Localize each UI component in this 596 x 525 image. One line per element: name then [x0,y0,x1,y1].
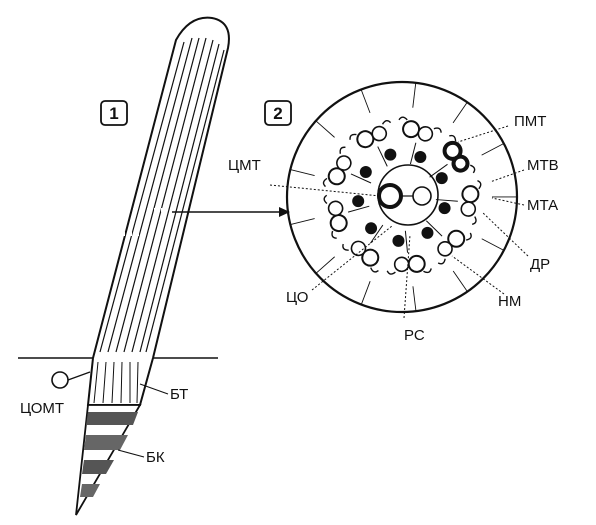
label-pmt: ПМТ [514,113,546,130]
tubule-b [350,240,367,257]
spoke-head [352,195,365,208]
radial-line [412,82,417,108]
spoke-head [392,234,405,247]
basal-body-lines [93,361,139,404]
radial-spoke [425,220,443,237]
axoneme-lines [99,37,225,353]
radial-line [360,89,371,114]
section-band [108,208,165,236]
radial-line [452,270,468,292]
radial-line [412,286,417,312]
spoke-head [365,222,378,235]
radial-spoke [350,173,372,184]
dynein-arm [449,134,476,174]
dynein-arm [437,232,472,265]
radial-line [315,256,335,274]
spoke-head [414,151,427,164]
label-co: ЦО [286,289,308,306]
doublet [322,146,352,188]
radial-spoke [429,163,448,178]
label-bt: БТ [170,386,188,403]
radial-spoke-heads [352,148,451,247]
doublet [398,116,442,142]
cilium-shaft [92,16,230,359]
radial-line [360,281,371,305]
spoke-head [359,165,372,178]
tubule-b [451,154,470,173]
dynein-arm [323,194,337,239]
microtubule-doublets [322,116,482,275]
tubule-a [461,185,480,204]
radial-spoke [347,205,370,213]
spoke-head [384,148,397,161]
dynein-arm [471,179,482,226]
tubule-b [417,126,434,142]
radial-spoke [435,199,458,202]
label-nm: НМ [498,293,521,310]
label-bk: БК [146,449,165,466]
central-microtubule-left [377,183,403,209]
radial-spoke [370,224,384,244]
spoke-head [421,226,434,239]
radial-spoke [404,230,409,253]
tubule-b [460,201,477,217]
dynein-arm [322,146,346,188]
doublet [437,229,472,265]
comt-organelle [51,371,69,389]
cilium-longitudinal: 1 ЦОМТ БТ БК [18,16,230,516]
spoke-head [435,172,448,185]
doublet [442,134,476,174]
dynein-arm [398,116,442,133]
radial-spoke [377,146,388,167]
tubule-b [336,155,352,171]
cilium-cross-section: 2 ПМТ ЦМТ МТВ МТА ДР НМ РС ЦО [228,80,559,344]
doublet [342,240,380,273]
comt-connector [67,371,91,381]
panel1-number: 1 [109,104,118,123]
tubule-b [371,125,388,142]
radial-line [290,218,315,226]
tubule-a [407,254,426,273]
label-rs: РС [404,327,425,344]
label-mtv: МТВ [527,157,559,174]
leader-lines [269,125,529,319]
dynein-arm [386,268,432,275]
spoke-head [438,202,451,215]
panel1-number-box [100,100,128,126]
radial-lines [290,82,518,312]
section-arrow [172,207,290,217]
radial-line [481,143,504,156]
radial-line [452,102,468,124]
doublet [386,254,432,275]
dynein-arm [349,119,392,140]
central-microtubule-right [412,186,432,206]
bk-leader [117,449,145,458]
label-comt: ЦОМТ [20,400,64,417]
radial-line [481,238,505,251]
label-cmt: ЦМТ [228,157,261,174]
basal-root-stripes [80,412,138,497]
tubule-a [329,214,348,233]
dynein-arm [342,243,379,273]
doublet [460,179,482,226]
label-mta: МТА [527,197,558,214]
tubule-b [327,200,344,217]
doublet [349,119,392,149]
panel2-number-box [264,100,292,126]
tubule-b [393,256,410,273]
radial-line [315,120,335,138]
bt-leader [139,383,169,395]
doublet [323,194,348,239]
radial-line [290,169,315,176]
label-dr: ДР [530,256,550,273]
tubule-b [437,241,453,257]
radial-spoke [409,142,417,165]
panel2-number: 2 [273,104,282,123]
